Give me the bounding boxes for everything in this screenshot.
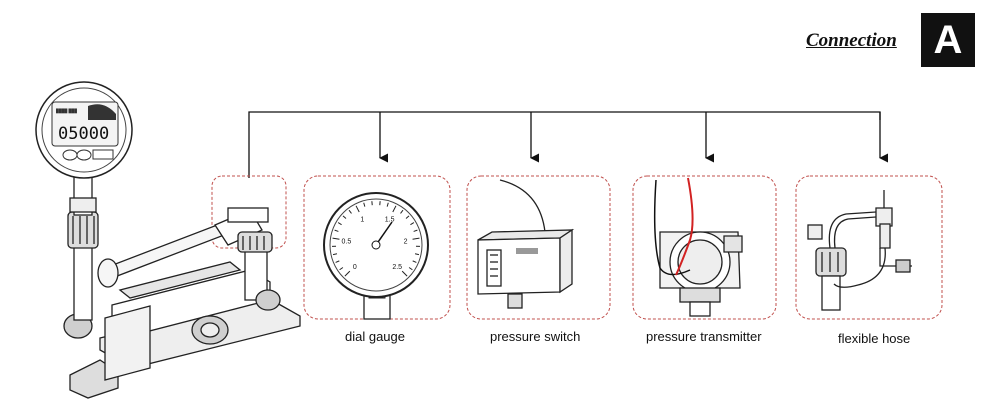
hydraulic-pump <box>63 174 301 399</box>
dial-tick <box>332 237 340 240</box>
flexible-hose-box <box>795 175 943 320</box>
pressure-switch-icon <box>477 179 575 309</box>
dial-tick <box>334 229 339 232</box>
dial-scale-label: 2.5 <box>392 264 402 271</box>
dial-tick <box>348 209 352 214</box>
dial-tick <box>335 260 340 263</box>
dial-tick <box>386 202 389 207</box>
device-label-pressure-transmitter: pressure transmitter <box>646 329 762 344</box>
dial-tick <box>337 222 342 226</box>
dial-gauge-box: 0.5 1 1.5 2 2.5 0 <box>303 175 451 320</box>
pressure-transmitter-box <box>632 175 777 320</box>
flexible-hose-icon <box>807 190 912 311</box>
dial-tick <box>344 270 351 277</box>
dial-tick <box>339 267 344 271</box>
svg-text:████ ███: ████ ███ <box>56 108 77 114</box>
device-label-dial-gauge: dial gauge <box>345 329 405 344</box>
dial-tick <box>363 202 366 207</box>
gauge-reading: 05000 <box>58 124 109 144</box>
pump-outlet-box <box>211 175 287 249</box>
dial-tick <box>412 260 417 263</box>
pressure-transmitter-icon <box>653 177 743 317</box>
dial-tick <box>413 229 418 232</box>
pressure-switch-box <box>466 175 611 320</box>
dial-scale-label: 2 <box>404 238 408 245</box>
dial-scale-label: 1.5 <box>385 216 395 223</box>
dial-scale-label: 1 <box>360 216 364 223</box>
dial-tick <box>410 222 415 226</box>
dial-scale-label: 0.5 <box>342 238 352 245</box>
dial-gauge-icon: 0.5 1 1.5 2 2.5 0 <box>323 192 429 320</box>
dial-tick <box>405 215 410 219</box>
dial-tick <box>332 253 338 256</box>
connection-lines <box>248 111 889 178</box>
dial-tick <box>412 237 420 240</box>
dial-tick <box>400 209 404 214</box>
dial-tick <box>392 205 397 213</box>
dial-tick <box>414 253 420 256</box>
dial-tick <box>401 270 408 277</box>
device-label-flexible-hose: flexible hose <box>838 331 911 346</box>
dial-tick <box>342 215 347 219</box>
dial-scale-label: 0 <box>353 264 357 271</box>
connection-title: Connection <box>806 30 897 51</box>
dial-tick <box>355 205 360 213</box>
section-badge: A <box>921 13 975 67</box>
digital-test-gauge: ████ ███ 05000 <box>35 81 133 179</box>
dial-tick <box>408 267 413 271</box>
device-label-pressure-switch: pressure switch <box>490 329 581 344</box>
